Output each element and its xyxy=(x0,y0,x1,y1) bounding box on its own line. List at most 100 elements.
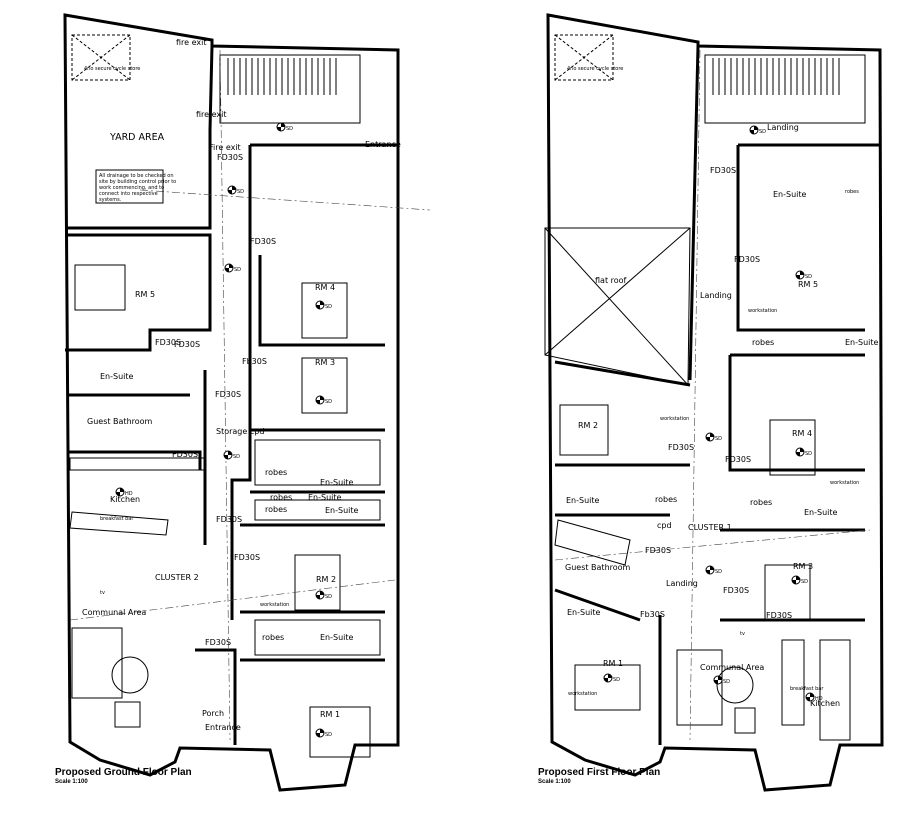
ground-floor-room-label: En-Suite xyxy=(308,493,342,502)
first-floor-room-label: workstation xyxy=(568,691,597,697)
first-floor-room-label: En-Suite xyxy=(566,496,600,505)
detector-label: SD xyxy=(759,129,766,135)
detector-label: SD xyxy=(286,126,293,132)
first-floor-room-label: Landing xyxy=(666,579,698,588)
first-floor-room-label: RM 4 xyxy=(792,429,812,438)
ground-floor-room-label: fire exit xyxy=(196,110,227,119)
first-floor-room-label: robes xyxy=(750,498,772,507)
ground-floor-room-label: FD30S xyxy=(174,340,200,349)
cycle-store xyxy=(71,34,131,81)
smoke-detector-icon: SD xyxy=(713,675,730,685)
smoke-detector-icon: SD xyxy=(315,300,332,310)
first-floor-room-label: En-Suite xyxy=(567,608,601,617)
smoke-detector-icon: SD xyxy=(315,590,332,600)
staircase xyxy=(219,54,361,124)
detector-label: SD xyxy=(325,304,332,310)
detector-label: SD xyxy=(234,267,241,273)
first-floor-room-label: Landing xyxy=(767,123,799,132)
first-floor-room-label: En-Suite xyxy=(845,338,879,347)
ground-floor-room-label: robes xyxy=(265,468,287,477)
first-floor-room-label: RM 2 xyxy=(578,421,598,430)
ground-floor-room-label: Guest Bathroom xyxy=(87,417,153,426)
smoke-detector-symbols: SD SD SD SD SD HD SD SD SD SD SD SD SD SD SD SD HD SD xyxy=(115,122,823,738)
first-floor-room-label: FD30S xyxy=(645,546,671,555)
ground-floor-room-label: En-Suite xyxy=(100,372,134,381)
first-floor-room-label: Fb30S xyxy=(640,610,665,619)
ground-floor-room-label: Entrance xyxy=(205,723,241,732)
first-floor-room-label: 4no secure cycle store xyxy=(567,66,623,72)
ground-floor-room-label: FD30S xyxy=(215,390,241,399)
ground-floor-title: Proposed Ground Floor Plan xyxy=(55,767,192,778)
detector-label: SD xyxy=(237,189,244,195)
smoke-detector-icon: HD xyxy=(115,487,133,497)
ground-floor-room-label: tv xyxy=(100,590,105,596)
ground-floor-room-label: FD30S xyxy=(205,638,231,647)
drainage-note-line: site by building control prior to xyxy=(99,179,176,185)
first-floor-room-label: workstation xyxy=(748,308,777,314)
ground-floor-room-label: FD30S xyxy=(234,553,260,562)
ground-floor-room-label: workstation xyxy=(260,602,289,608)
smoke-detector-icon: SD xyxy=(224,263,241,273)
smoke-detector-icon: HD xyxy=(805,692,823,702)
stair-treads xyxy=(227,58,337,95)
first-floor-outer-wall xyxy=(546,13,884,792)
ground-floor-room-label: RM 5 xyxy=(135,290,155,299)
ground-floor-room-label: FD30S xyxy=(217,153,243,162)
first-floor-room-label: RM 1 xyxy=(603,659,623,668)
smoke-detector-icon: SD xyxy=(276,122,293,132)
drainage-note-line: connect into respective xyxy=(99,191,158,197)
detector-label: SD xyxy=(805,451,812,457)
first-floor-labels: 4no secure cycle storeLandingFD30SEn-Sui… xyxy=(565,66,879,708)
ground-floor-room-label: CLUSTER 2 xyxy=(155,573,199,582)
ground-floor-room-label: Entrance xyxy=(365,140,401,149)
first-floor-room-label: En-Suite xyxy=(773,190,807,199)
ground-floor-room-label: Fb30S xyxy=(242,357,267,366)
ground-floor-room-label: En-Suite xyxy=(325,506,359,515)
ground-floor-room-label: RM 1 xyxy=(320,710,340,719)
first-floor-room-label: RM 3 xyxy=(793,562,813,571)
detector-label: SD xyxy=(325,399,332,405)
drainage-note-box xyxy=(95,169,164,204)
stair-treads xyxy=(712,58,840,95)
first-floor-plan: 4no secure cycle storeLandingFD30SEn-Sui… xyxy=(538,13,884,792)
ground-floor-room-label: robes xyxy=(262,633,284,642)
ground-floor-room-label: FD30S xyxy=(250,237,276,246)
ground-floor-room-label: Kitchen xyxy=(110,495,140,504)
first-floor-room-label: workstation xyxy=(660,416,689,422)
ground-floor-room-label: robes xyxy=(270,493,292,502)
smoke-detector-icon: SD xyxy=(223,450,240,460)
yard-wall xyxy=(65,45,214,230)
first-floor-room-label: FD30S xyxy=(766,611,792,620)
first-floor-room-label: robes xyxy=(752,338,774,347)
first-floor-room-label: flat roof xyxy=(595,276,627,285)
first-floor-room-label: Guest Bathroom xyxy=(565,563,631,572)
smoke-detector-icon: SD xyxy=(705,565,722,575)
detector-label: SD xyxy=(325,732,332,738)
ground-floor-outer-wall xyxy=(63,13,400,792)
smoke-detector-icon: SD xyxy=(315,395,332,405)
drainage-note-line: systems. xyxy=(99,197,122,203)
smoke-detector-icon: SD xyxy=(705,432,722,442)
first-floor-room-label: cpd xyxy=(657,521,672,530)
smoke-detector-icon: SD xyxy=(227,185,244,195)
detector-label: SD xyxy=(805,274,812,280)
first-floor-room-label: En-Suite xyxy=(804,508,838,517)
first-floor-room-label: FD30S xyxy=(734,255,760,264)
ground-floor-room-label: FD30S xyxy=(172,450,198,459)
ground-floor-room-label: 4no secure cycle store xyxy=(84,66,140,72)
ground-floor-room-label: RM 2 xyxy=(316,575,336,584)
first-floor-room-label: tv xyxy=(740,631,745,637)
ground-floor-room-label: FD30S xyxy=(155,338,181,347)
ground-floor-room-label: Porch xyxy=(202,709,224,718)
ground-floor-room-label: FD30S xyxy=(216,515,242,524)
ground-floor-room-label: RM 3 xyxy=(315,358,335,367)
detector-label: SD xyxy=(723,679,730,685)
first-floor-room-label: Kitchen xyxy=(810,699,840,708)
first-floor-room-label: FD30S xyxy=(668,443,694,452)
ground-floor-room-label: breakfast bar xyxy=(100,516,134,522)
detector-label: SD xyxy=(801,579,808,585)
smoke-detector-icon: SD xyxy=(603,673,620,683)
first-floor-title: Proposed First Floor Plan xyxy=(538,767,660,778)
